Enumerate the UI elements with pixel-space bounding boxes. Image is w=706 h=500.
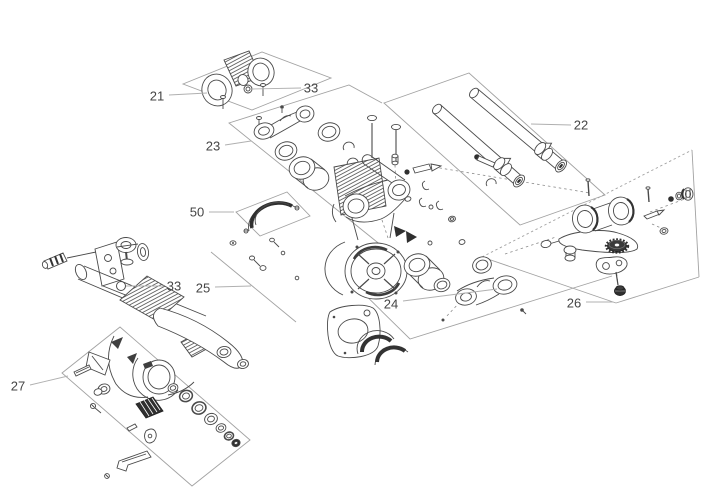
part-25-screws-washers <box>229 237 300 281</box>
leader-line-27 <box>29 375 69 386</box>
label-text-24: 24 <box>384 297 398 312</box>
part-23-bearing-rings <box>274 122 341 161</box>
leader-line-33-top <box>252 87 302 90</box>
panel-23 <box>228 84 434 288</box>
part-grease-fitting <box>474 154 496 168</box>
parts-layer <box>41 50 694 479</box>
part-25-flange-plate <box>326 304 381 359</box>
panel-25-left-edge <box>210 251 297 323</box>
part-label-27: 27 <box>11 375 69 394</box>
label-text-21: 21 <box>150 89 164 104</box>
panel-23-outline <box>228 84 434 288</box>
part-label-25: 25 <box>196 281 252 296</box>
label-text-33-left: 33 <box>167 279 181 294</box>
part-label-50: 50 <box>190 205 234 220</box>
part-label-22: 22 <box>530 118 588 133</box>
label-text-25: 25 <box>196 281 210 296</box>
panel-27 <box>61 326 251 487</box>
part-label-24: 24 <box>384 288 498 312</box>
label-text-22: 22 <box>574 118 588 133</box>
leader-line-25 <box>214 285 252 288</box>
part-21-link-bracket <box>201 50 275 129</box>
part-label-21: 21 <box>150 89 208 104</box>
part-23-crank-arm <box>253 105 315 140</box>
part-label-23: 23 <box>206 139 252 154</box>
label-text-33-top: 33 <box>304 81 318 96</box>
part-label-33-left: 33 <box>126 279 181 294</box>
part-50-wear-segment <box>243 201 300 234</box>
labels-layer: 21 33 23 22 50 25 33 24 26 27 <box>11 81 613 394</box>
part-taper-pin <box>404 163 443 175</box>
part-24-crank-arm <box>455 275 527 315</box>
label-text-23: 23 <box>206 139 220 154</box>
leader-line-22 <box>530 123 572 126</box>
leader-line-21 <box>168 92 208 96</box>
label-text-27: 27 <box>11 379 25 394</box>
panel-27-outline <box>61 326 251 487</box>
panel-25-left-edge-outline <box>210 251 297 323</box>
part-24-housing <box>331 154 417 243</box>
axis-lines-layer <box>370 159 691 322</box>
label-text-26: 26 <box>567 296 581 311</box>
part-small-clips-washers <box>342 141 497 246</box>
panel-26 <box>481 149 700 304</box>
part-25-arc-segments <box>356 330 409 366</box>
part-26-lever-assembly <box>540 178 694 296</box>
part-22-cylinders <box>432 87 567 188</box>
part-33-ring-top <box>243 84 253 94</box>
part-mounting-bolts <box>367 114 401 166</box>
panel-22 <box>383 72 606 226</box>
part-27-seal-rings <box>167 383 241 448</box>
part-label-33-top: 33 <box>252 81 318 96</box>
part-24-brake-drum <box>324 241 408 300</box>
part-24-bushing-rings <box>403 253 492 293</box>
leader-line-24 <box>402 288 498 302</box>
leader-line-23 <box>224 140 252 146</box>
part-23-bushing <box>288 156 330 191</box>
part-label-26: 26 <box>567 296 613 311</box>
part-33-main-assembly <box>41 237 249 401</box>
label-text-50: 50 <box>190 205 204 220</box>
part-27-hardware-kit <box>73 364 164 479</box>
part-33-ring-left <box>116 281 126 291</box>
panel-22-outline <box>383 72 606 226</box>
gear-teeth <box>604 238 630 254</box>
